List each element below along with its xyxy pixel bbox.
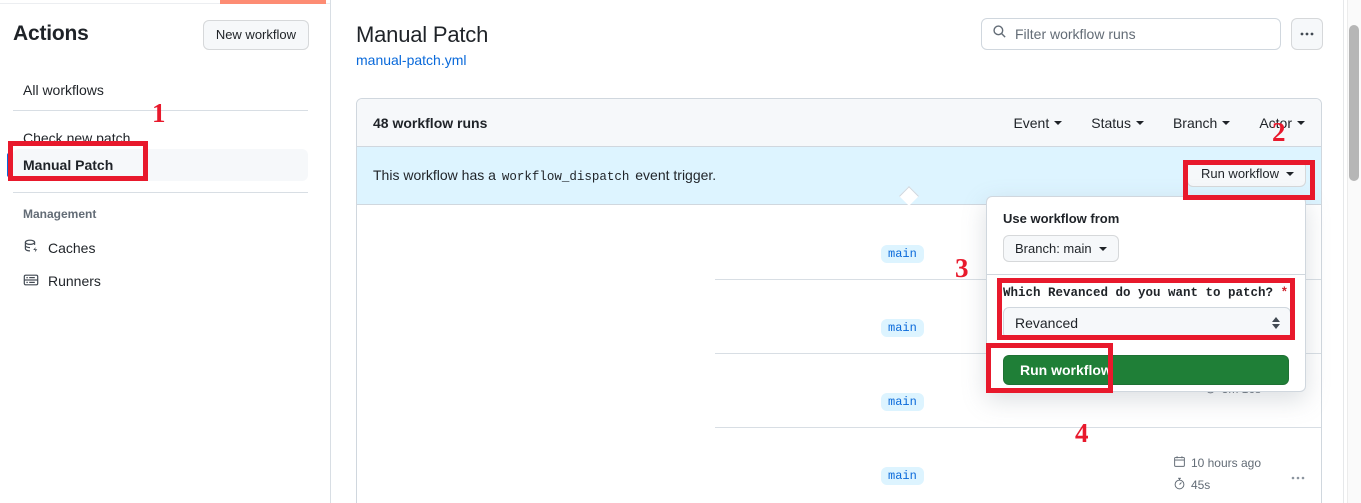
sidebar-header: Actions New workflow [13, 20, 309, 54]
branch-badge[interactable]: main [881, 319, 924, 337]
run-workflow-button-label: Run workflow [1200, 166, 1279, 181]
runs-filter-group: Event Status Branch Actor [1013, 115, 1305, 131]
filter-branch-dropdown[interactable]: Branch [1172, 114, 1231, 131]
run-duration-text: 45s [1190, 478, 1211, 492]
actions-sidebar: Actions New workflow All workflows Check… [0, 4, 330, 503]
required-marker: * [1280, 286, 1289, 300]
row-overflow-menu-button[interactable] [1287, 469, 1309, 487]
chevron-down-icon [1054, 120, 1063, 125]
page-scrollbar-thumb[interactable] [1349, 25, 1359, 181]
sidebar-item-label: Caches [48, 240, 96, 256]
use-workflow-from-label: Use workflow from [1003, 211, 1120, 226]
sidebar-item-caches[interactable]: Caches [23, 234, 303, 262]
annotation-number-3: 3 [955, 253, 969, 283]
filter-label: Event [1013, 114, 1050, 131]
row-divider [715, 427, 1321, 428]
branch-badge[interactable]: main [881, 393, 924, 411]
page-load-progress-bar [220, 0, 326, 4]
workflow-title: Manual Patch [356, 22, 489, 47]
run-workflow-submit-area: Run workflow [987, 345, 1305, 399]
select-arrows-icon [1272, 317, 1280, 329]
branch-badge[interactable]: main [881, 467, 924, 485]
chevron-down-icon [1297, 120, 1305, 125]
workflow-input-field: Which Revanced do you want to patch? * R… [987, 275, 1305, 345]
management-section-label: Management [23, 207, 97, 221]
kebab-icon [1300, 32, 1314, 36]
chevron-down-icon [1135, 120, 1144, 125]
table-row[interactable]: main 10 hours ago [357, 427, 1321, 501]
chevron-down-icon [1222, 120, 1231, 125]
revanced-select[interactable]: Revanced [1003, 307, 1291, 339]
filter-label: Actor [1259, 114, 1292, 131]
page-title-actions: Actions [13, 22, 89, 45]
kebab-icon [1291, 476, 1305, 480]
sidebar-item-all-workflows[interactable]: All workflows [13, 74, 308, 106]
annotation-number-2: 2 [1272, 117, 1286, 147]
run-duration: 45s [1173, 477, 1261, 493]
panel-divider [987, 274, 1305, 275]
filter-actor-dropdown[interactable]: Actor [1259, 115, 1305, 131]
filter-event-dropdown[interactable]: Event [1013, 114, 1063, 131]
run-timestamp: 10 hours ago [1173, 455, 1261, 471]
run-workflow-submit-button[interactable]: Run workflow [1003, 355, 1289, 385]
branch-selector-label: Branch: main [1015, 241, 1092, 256]
dispatch-text-after: event trigger. [635, 167, 717, 183]
runners-icon [23, 272, 39, 291]
workflow-dispatch-banner: This workflow has a workflow_dispatch ev… [357, 147, 1321, 205]
cache-icon [23, 239, 39, 258]
sidebar-divider-1 [13, 110, 308, 111]
workflow-runs-count: 48 workflow runs [373, 114, 488, 131]
branch-selector-button[interactable]: Branch: main [1003, 235, 1119, 262]
content-edge-line [1343, 0, 1344, 503]
chevron-down-icon [1098, 246, 1107, 251]
calendar-icon [1173, 455, 1186, 471]
filter-label: Status [1091, 114, 1131, 131]
sidebar-main-divider [330, 0, 331, 503]
workflow-runs-panel: 48 workflow runs Event Status Branch [356, 98, 1322, 503]
use-workflow-from-section: Use workflow from Branch: main [987, 197, 1305, 274]
annotation-number-1: 1 [152, 98, 166, 128]
dispatch-text-before: This workflow has a [373, 167, 496, 183]
sidebar-item-manual-patch[interactable]: Manual Patch [7, 149, 308, 181]
run-meta: 10 hours ago 45s [1173, 455, 1261, 493]
annotation-number-4: 4 [1075, 418, 1089, 448]
branch-badge[interactable]: main [881, 245, 924, 263]
chevron-down-icon [1286, 171, 1294, 176]
sidebar-divider-2 [13, 192, 308, 193]
search-icon [992, 24, 1007, 44]
sidebar-item-label: Manual Patch [23, 157, 114, 173]
filter-label: Branch [1172, 114, 1218, 131]
filter-workflow-runs-field[interactable] [981, 18, 1281, 50]
stopwatch-icon [1173, 477, 1186, 493]
main-content: Manual Patch manual-patch.yml 48 workflo… [331, 0, 1350, 503]
workflow-runs-header: 48 workflow runs Event Status Branch [357, 99, 1321, 147]
sidebar-item-label: Check new patch [23, 130, 131, 146]
sidebar-item-label: All workflows [23, 82, 104, 98]
workflow-input-label-text: Which Revanced do you want to patch? [1003, 286, 1274, 300]
revanced-select-value: Revanced [1015, 315, 1079, 331]
filter-status-dropdown[interactable]: Status [1091, 115, 1144, 131]
dispatch-banner-text: This workflow has a workflow_dispatch ev… [373, 167, 716, 184]
sidebar-item-label: Runners [48, 273, 101, 289]
run-workflow-dropdown-panel: Use workflow from Branch: main Which Rev… [986, 196, 1306, 392]
table-row[interactable]: main [357, 205, 1321, 279]
workflow-input-label: Which Revanced do you want to patch? * [1003, 286, 1289, 300]
run-timestamp-text: 10 hours ago [1190, 456, 1261, 470]
search-input[interactable] [1015, 26, 1270, 42]
new-workflow-button[interactable]: New workflow [202, 20, 309, 50]
workflow-file-link[interactable]: manual-patch.yml [356, 52, 467, 68]
run-workflow-dropdown-button[interactable]: Run workflow [1186, 160, 1306, 187]
sidebar-item-runners[interactable]: Runners [23, 267, 303, 295]
dispatch-event-code: workflow_dispatch [501, 170, 630, 184]
page-overflow-menu-button[interactable] [1291, 18, 1323, 50]
page-scrollbar-track[interactable] [1347, 0, 1361, 503]
